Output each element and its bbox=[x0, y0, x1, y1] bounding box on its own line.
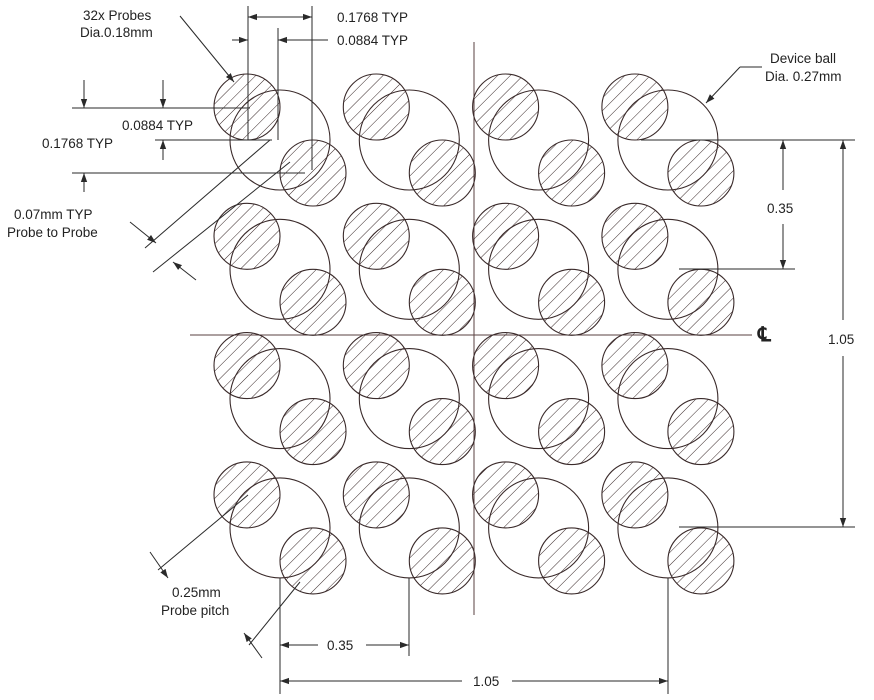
probe-lower-right bbox=[279, 268, 347, 336]
probe-lower-right bbox=[408, 139, 476, 207]
probe-upper-left bbox=[472, 202, 540, 270]
probe-upper-left bbox=[601, 461, 669, 529]
pitch-h-label: 0.35 bbox=[327, 638, 353, 653]
probe-lower-right bbox=[538, 527, 606, 595]
probe-lower-right bbox=[408, 398, 476, 466]
device-ball-leader bbox=[705, 66, 741, 104]
probe-lower-right bbox=[667, 398, 735, 466]
probe-lower-right bbox=[408, 268, 476, 336]
device-ball bbox=[358, 477, 460, 579]
span-h-label: 1.05 bbox=[473, 674, 499, 689]
probe-upper-left bbox=[213, 73, 281, 141]
probe-upper-left bbox=[213, 461, 281, 529]
gap-arrow-2 bbox=[172, 261, 197, 281]
probe-upper-left bbox=[601, 332, 669, 400]
gap-ext-2 bbox=[152, 161, 291, 273]
probe-pitch-arrow-2 bbox=[243, 632, 263, 659]
probe-leader bbox=[179, 15, 235, 83]
probe-lower-right bbox=[667, 139, 735, 207]
probe-pitch-ext-1 bbox=[157, 494, 249, 571]
offset-x-small-label: 0.0884 TYP bbox=[337, 33, 408, 48]
device-ball bbox=[358, 89, 460, 191]
device-ball bbox=[617, 348, 719, 450]
probe-pitch-ext-2 bbox=[248, 581, 301, 646]
gap-value-label: 0.07mm TYP bbox=[14, 207, 93, 222]
probe-pitch-value: 0.25mm bbox=[172, 585, 221, 600]
device-ball-diameter: Dia. 0.27mm bbox=[765, 69, 842, 84]
device-ball bbox=[488, 348, 590, 450]
device-ball bbox=[229, 218, 331, 320]
pitch-v-label: 0.35 bbox=[767, 201, 793, 216]
probe-lower-right bbox=[538, 398, 606, 466]
probe-lower-right bbox=[538, 139, 606, 207]
device-ball bbox=[488, 89, 590, 191]
probe-pitch-arrow-1 bbox=[149, 551, 169, 579]
probe-upper-left bbox=[213, 202, 281, 270]
device-ball bbox=[358, 348, 460, 450]
centerline-symbol: ℄ bbox=[757, 324, 772, 346]
probe-lower-right bbox=[408, 527, 476, 595]
offset-x-large-label: 0.1768 TYP bbox=[337, 10, 408, 25]
device-ball bbox=[358, 218, 460, 320]
probe-upper-left bbox=[342, 73, 410, 141]
probe-upper-left bbox=[342, 461, 410, 529]
gap-desc-label: Probe to Probe bbox=[7, 225, 98, 240]
probe-pitch-desc: Probe pitch bbox=[161, 603, 229, 618]
offset-y-large-label: 0.1768 TYP bbox=[42, 136, 113, 151]
device-ball-title: Device ball bbox=[770, 51, 836, 66]
probe-lower-right bbox=[538, 268, 606, 336]
probe-lower-right bbox=[279, 398, 347, 466]
probe-lower-right bbox=[667, 268, 735, 336]
device-ball bbox=[617, 477, 719, 579]
probe-upper-left bbox=[342, 202, 410, 270]
probe-lower-right bbox=[279, 527, 347, 595]
probe-upper-left bbox=[472, 461, 540, 529]
gap-arrow-1 bbox=[129, 221, 157, 244]
gap-ext-1 bbox=[144, 139, 271, 249]
probe-upper-left bbox=[601, 73, 669, 141]
device-ball bbox=[229, 348, 331, 450]
probe-count-label: 32x Probes bbox=[83, 8, 152, 23]
probe-upper-left bbox=[213, 332, 281, 400]
probe-upper-left bbox=[472, 73, 540, 141]
probe-lower-right bbox=[667, 527, 735, 595]
probe-upper-left bbox=[342, 332, 410, 400]
device-ball bbox=[488, 477, 590, 579]
ball-probe-grid bbox=[213, 73, 735, 595]
probe-upper-left bbox=[472, 332, 540, 400]
span-v-label: 1.05 bbox=[828, 332, 854, 347]
probe-diameter-label: Dia.0.18mm bbox=[80, 25, 153, 40]
device-ball bbox=[488, 218, 590, 320]
device-ball bbox=[229, 477, 331, 579]
offset-y-small-label: 0.0884 TYP bbox=[122, 118, 193, 133]
probe-upper-left bbox=[601, 202, 669, 270]
